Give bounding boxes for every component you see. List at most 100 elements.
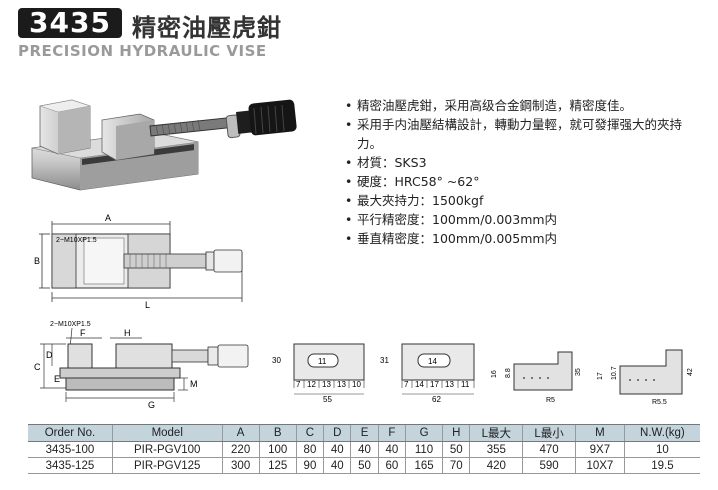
thread-note-side: 2−M10XP1.5 (50, 321, 91, 328)
base-section-2: 31 14 7 14 17 13 11 62 (380, 343, 475, 404)
table-header: Order No. (28, 424, 113, 442)
table-cell: 165 (404, 457, 443, 474)
jaw2-h2: 10.7 (611, 366, 618, 380)
vise-photo (31, 99, 297, 191)
spec-item: 硬度：HRC58° ~62° (345, 172, 695, 191)
table-cell: 60 (377, 457, 406, 474)
base1-seg: 7 (296, 380, 301, 389)
base1-seg: 12 (307, 380, 316, 389)
jaw1-radius: R5 (546, 397, 555, 404)
table-header: A (221, 424, 260, 442)
table-header: D (323, 424, 351, 442)
base2-seg: 13 (445, 380, 454, 389)
jaw1-height: 35 (575, 368, 582, 376)
spec-item: 最大夾持力：1500kgf (345, 191, 695, 210)
dim-c-label: C (34, 362, 41, 372)
spec-item: 采用手内油壓結構設計，轉動力量輕，就可發揮强大的夾持力。 (345, 115, 695, 153)
jaw-profile-2: 17 10.7 42 R5.5 (597, 349, 694, 406)
base-section-1: 30 11 7 12 13 13 10 55 (272, 343, 365, 404)
table-cell: 19.5 (623, 457, 700, 474)
base1-height: 30 (272, 356, 281, 365)
spec-list: 精密油壓虎鉗，采用高级合金鋼制造，精密度佳。 采用手内油壓結構設計，轉動力量輕，… (345, 96, 695, 248)
dim-m-label: M (190, 379, 198, 389)
base2-hole: 14 (428, 357, 437, 366)
jaw1-h1: 16 (491, 370, 498, 378)
base2-height: 31 (380, 356, 389, 365)
base2-seg: 7 (404, 380, 409, 389)
table-cell: 40 (350, 441, 379, 458)
table-cell: 9X7 (574, 441, 625, 458)
table-cell: 110 (404, 441, 443, 458)
base2-seg: 11 (461, 380, 470, 389)
thread-note: 2−M10XP1.5 (56, 237, 97, 244)
jaw2-h1: 17 (597, 372, 604, 380)
table-header: M (574, 424, 625, 442)
product-code-badge: 3435 (18, 8, 122, 38)
table-header: B (258, 424, 297, 442)
dim-f-label: F (80, 328, 86, 338)
dim-g-label: G (148, 400, 155, 410)
base2-seg: 14 (415, 380, 424, 389)
jaw1-h2: 8.8 (505, 368, 512, 378)
table-header: Model (111, 424, 223, 442)
table-cell: 470 (522, 441, 576, 458)
table-cell: 3435-100 (28, 441, 113, 458)
dim-e-label: E (54, 374, 60, 384)
table-cell: PIR-PGV100 (111, 441, 223, 458)
table-row: 3435-100 PIR-PGV100 220 100 80 40 40 40 … (28, 441, 700, 458)
table-row: 3435-125 PIR-PGV125 300 125 90 40 50 60 … (28, 457, 700, 474)
table-cell: 10 (623, 441, 700, 458)
table-cell: PIR-PGV125 (111, 457, 223, 474)
table-header-row: Order No. Model A B C D E F G H L最大 L最小 … (28, 424, 700, 442)
product-title-cn: 精密油壓虎鉗 (132, 14, 282, 42)
table-cell: 50 (350, 457, 379, 474)
product-title-en: PRECISION HYDRAULIC VISE (18, 42, 267, 60)
spec-item: 精密油壓虎鉗，采用高级合金鋼制造，精密度佳。 (345, 96, 695, 115)
table-cell: 70 (442, 457, 470, 474)
base1-seg: 13 (322, 380, 331, 389)
dim-d-label: D (46, 350, 53, 360)
table-cell: 355 (469, 441, 523, 458)
dim-a-label: A (105, 213, 111, 223)
table-cell: 40 (323, 457, 351, 474)
jaw2-height: 42 (687, 368, 694, 376)
spec-item: 材質：SKS3 (345, 153, 695, 172)
table-cell: 40 (323, 441, 351, 458)
table-cell: 100 (258, 441, 297, 458)
base1-hole: 11 (318, 357, 327, 366)
table-header: H (442, 424, 470, 442)
table-cell: 3435-125 (28, 457, 113, 474)
table-header: F (377, 424, 406, 442)
table-cell: 220 (221, 441, 260, 458)
spec-item: 垂直精密度：100mm/0.005mm内 (345, 229, 695, 248)
table-header: C (295, 424, 324, 442)
table-header: E (350, 424, 379, 442)
table-cell: 40 (377, 441, 406, 458)
base1-seg: 13 (337, 380, 346, 389)
table-cell: 420 (469, 457, 523, 474)
base2-seg: 17 (430, 380, 439, 389)
dim-h-label: H (124, 328, 131, 338)
base1-seg: 10 (352, 380, 361, 389)
table-cell: 10X7 (574, 457, 625, 474)
table-cell: 300 (221, 457, 260, 474)
table-cell: 90 (295, 457, 324, 474)
table-cell: 590 (522, 457, 576, 474)
table-header: L最大 (469, 424, 523, 442)
table-header: L最小 (522, 424, 576, 442)
spec-item: 平行精密度：100mm/0.003mm内 (345, 210, 695, 229)
dim-l-label: L (145, 300, 150, 310)
dim-b-label: B (34, 256, 40, 266)
table-cell: 125 (258, 457, 297, 474)
base1-width: 55 (323, 395, 332, 404)
base2-width: 62 (432, 395, 441, 404)
table-cell: 80 (295, 441, 324, 458)
spec-table: Order No. Model A B C D E F G H L最大 L最小 … (28, 424, 700, 474)
top-view-drawing: A B L 2−M10XP1.5 (34, 213, 243, 310)
table-header: N.W.(kg) (623, 424, 700, 442)
table-cell: 50 (442, 441, 470, 458)
jaw-profile-1: 16 8.8 35 R5 (491, 351, 582, 404)
table-header: G (404, 424, 443, 442)
side-view-drawing: 2−M10XP1.5 F H C D E G M (34, 321, 249, 410)
jaw2-radius: R5.5 (652, 399, 667, 406)
